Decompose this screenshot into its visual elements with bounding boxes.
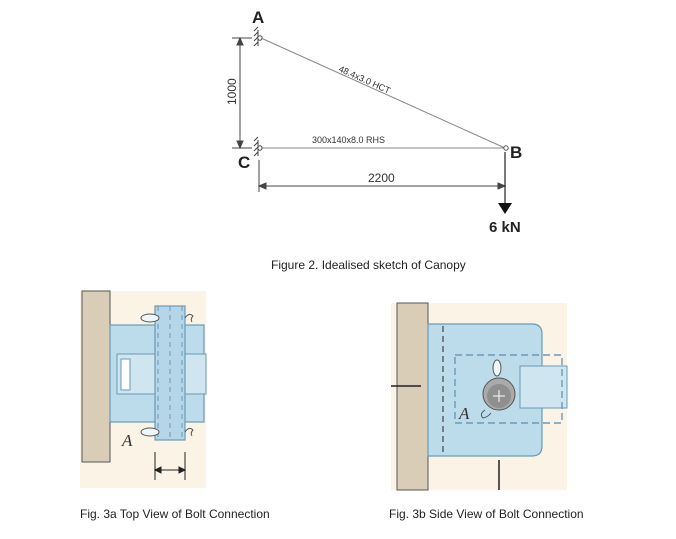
wall — [396, 302, 429, 491]
load-label: 6 kN — [489, 219, 521, 236]
pin-width-dimension — [153, 452, 187, 480]
node-a-label: A — [252, 8, 264, 27]
split-pin-bottom — [140, 427, 194, 437]
tie-member — [260, 37, 506, 149]
node-c-label: C — [238, 153, 250, 172]
figure2-caption: Figure 2. Idealised sketch of Canopy — [271, 258, 466, 272]
load-arrow — [498, 152, 512, 214]
side-view-bolt-connection: A Fig. 3b Side View of Bolt Connection — [389, 302, 584, 521]
pin-head — [482, 377, 516, 411]
height-dimension-line — [232, 36, 252, 150]
pin-label: A — [121, 431, 133, 450]
fig3a-caption: Fig. 3a Top View of Bolt Connection — [80, 507, 270, 521]
support-c — [253, 136, 263, 157]
split-pin — [480, 359, 502, 419]
beam-slot — [120, 358, 131, 391]
canopy-sketch: A C B 48.4x3.0 HCT 300x140x8.0 RHS 1000 … — [225, 8, 522, 272]
height-dimension-label: 1000 — [225, 78, 239, 105]
support-a — [253, 26, 263, 47]
fig3b-caption: Fig. 3b Side View of Bolt Connection — [389, 507, 584, 521]
joint-b — [503, 145, 509, 151]
beam-member-label: 300x140x8.0 RHS — [312, 135, 385, 145]
pin-label: A — [458, 404, 470, 423]
split-pin-top — [140, 313, 194, 323]
beam-end — [519, 365, 568, 409]
top-view-bolt-connection: A Fig. 3a Top View of Bolt Connection — [80, 290, 270, 521]
wall — [81, 290, 111, 463]
node-b-label: B — [510, 143, 522, 162]
tie-member-label: 48.4x3.0 HCT — [337, 64, 392, 96]
span-dimension-label: 2200 — [368, 171, 395, 185]
